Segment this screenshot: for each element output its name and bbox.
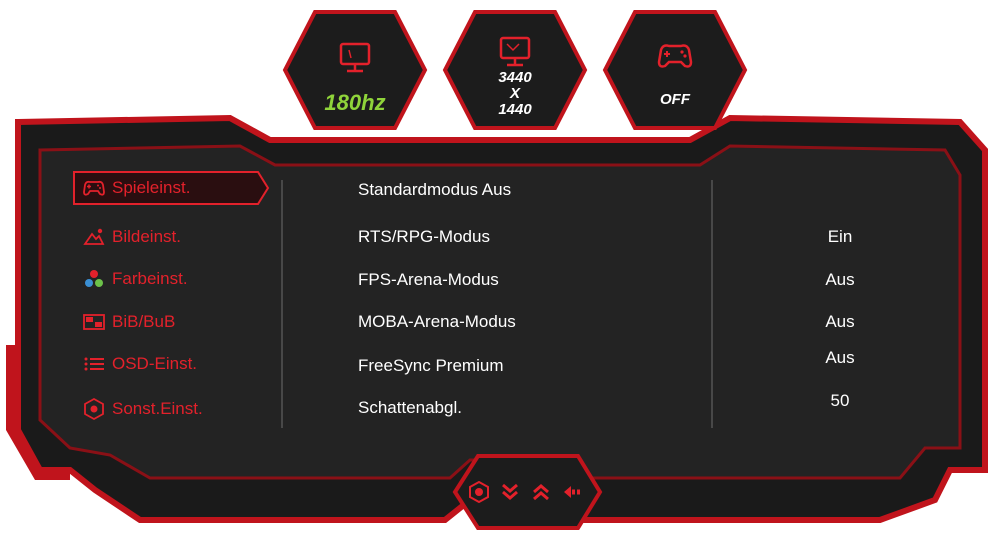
sidebar-item-spieleinst[interactable]: Spieleinst.	[82, 171, 282, 205]
resolution-height: 1440	[498, 101, 532, 118]
value-freesync-premium: Aus	[825, 348, 855, 367]
game-mode-value: OFF	[660, 91, 690, 108]
value-fps-arena-modus: Aus	[825, 270, 855, 289]
sidebar-item-label: Spieleinst.	[112, 178, 191, 197]
sidebar-item-label: BiB/BuB	[112, 312, 176, 331]
sidebar-item-bildeinst[interactable]: Bildeinst.	[82, 220, 282, 254]
sidebar-item-label: OSD-Einst.	[112, 354, 198, 373]
option-freesync-premium[interactable]: FreeSync Premium	[358, 356, 504, 375]
value-schattenabgl: 50	[830, 391, 850, 410]
option-moba-arena-modus[interactable]: MOBA-Arena-Modus	[358, 312, 516, 331]
color-circles-icon	[85, 270, 103, 287]
sidebar-item-label: Bildeinst.	[112, 227, 181, 246]
option-standardmodus[interactable]: Standardmodus Aus	[358, 180, 512, 199]
resolution-value: 3440 X 1440	[460, 70, 570, 118]
resolution-x: X	[509, 85, 520, 102]
sidebar-item-label: Sonst.Einst.	[112, 399, 203, 418]
value-moba-arena-modus: Aus	[825, 312, 855, 331]
back-icon[interactable]	[561, 481, 583, 503]
sidebar-item-osd-einst[interactable]: OSD-Einst.	[82, 347, 282, 381]
pip-icon	[83, 314, 105, 330]
option-rts-rpg-modus[interactable]: RTS/RPG-Modus	[358, 227, 490, 246]
value-rts-rpg-modus: Ein	[827, 227, 853, 246]
option-fps-arena-modus[interactable]: FPS-Arena-Modus	[358, 270, 499, 289]
confirm-icon[interactable]	[468, 481, 490, 503]
gamepad-icon	[83, 180, 105, 196]
monitor-icon	[339, 42, 371, 73]
down-icon[interactable]	[499, 481, 521, 503]
list-icon	[84, 357, 104, 371]
monitor-resolution-icon	[499, 36, 531, 67]
image-adjust-icon	[83, 228, 105, 245]
settings-hex-icon	[84, 397, 104, 421]
sidebar-item-farbeinst[interactable]: Farbeinst.	[82, 262, 282, 296]
sidebar-item-sonst-einst[interactable]: Sonst.Einst.	[82, 392, 282, 426]
sidebar-item-bib-bub[interactable]: BiB/BuB	[82, 305, 282, 339]
gamepad-icon	[657, 44, 693, 68]
up-icon[interactable]	[530, 481, 552, 503]
refresh-rate-value: 180hz	[324, 90, 386, 115]
sidebar-item-label: Farbeinst.	[112, 269, 188, 288]
option-schattenabgl[interactable]: Schattenabgl.	[358, 398, 462, 417]
resolution-width: 3440	[498, 69, 532, 86]
